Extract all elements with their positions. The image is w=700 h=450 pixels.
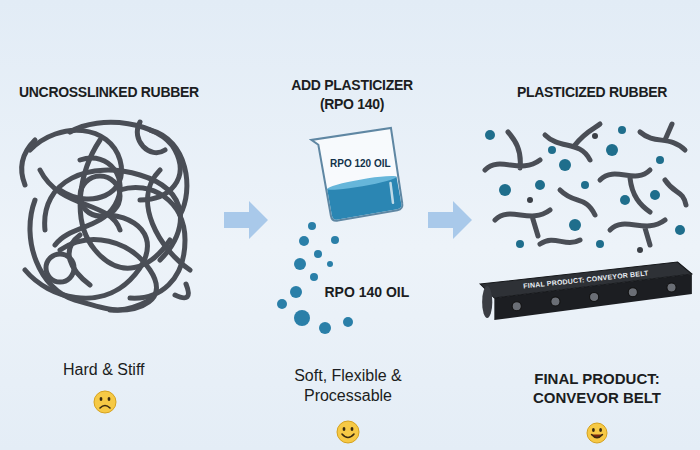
oil-dot (606, 144, 618, 156)
oil-drop (343, 317, 353, 327)
eye (100, 397, 103, 401)
oil-dot (548, 146, 556, 154)
polymer-chain (665, 180, 686, 205)
oil-label: RPO 140 OIL (325, 284, 412, 300)
conveyor-belt-node: FINAL PRODUCT: CONVEYOR BELT (476, 258, 694, 328)
belt-top (480, 262, 692, 298)
oil-drop (314, 250, 322, 258)
polymer-loop (80, 176, 120, 216)
oil-dot (516, 240, 524, 248)
polymer-chain (495, 210, 550, 236)
face (94, 391, 116, 413)
belt-roller (667, 283, 676, 292)
beaker-shape (311, 126, 405, 223)
dark-dot (527, 197, 533, 203)
belt-roller (512, 302, 521, 311)
stage-heading: UNCROSSLINKED RUBBER (19, 84, 201, 100)
property-note: Hard & Stiff (63, 361, 147, 379)
oil-drop (308, 222, 316, 230)
belt-outline (476, 258, 694, 328)
oil-drop (277, 299, 287, 309)
oil-drop (290, 286, 302, 298)
liquid-surface (327, 173, 398, 192)
oil-dot (596, 240, 604, 248)
mouth (342, 434, 354, 438)
polymer-chain (610, 220, 665, 245)
mouth (592, 435, 603, 438)
plasticizer-dots (485, 126, 685, 253)
belt-roller (628, 288, 637, 297)
oil-drops (277, 222, 353, 334)
beaker-glass (311, 126, 405, 223)
oil-dot (535, 180, 545, 190)
product-note: FINAL PRODUCT: CONVEVOR BELT (522, 369, 672, 407)
oil-drop (310, 273, 318, 281)
oil-dot (620, 195, 630, 205)
beaker-label: RPO 120 OIL (330, 158, 391, 170)
eye (108, 397, 111, 401)
polymer-chain (640, 124, 685, 150)
smiley-icon (337, 421, 359, 443)
oil-drop (294, 258, 306, 270)
belt-shape (480, 262, 692, 320)
property-note: Soft, Flexible & Processable (273, 366, 423, 406)
polymer-loop (46, 254, 74, 282)
polymer-chain (137, 122, 165, 153)
oil-dot (650, 190, 660, 200)
polymer-chain (175, 284, 188, 298)
oil-dot (485, 130, 495, 140)
oil-drop (319, 322, 331, 334)
polymer-chain (148, 170, 190, 270)
eye (351, 427, 354, 431)
polymer-chain (30, 200, 150, 310)
oil-dot (559, 159, 571, 171)
dark-dot (637, 247, 643, 253)
stage-heading: ADD PLASTICIZER (RPO 140) (277, 76, 427, 114)
polymer-chain (540, 240, 580, 244)
smiley-icon (587, 423, 607, 443)
glass-highlight (389, 183, 393, 203)
oil-dot (499, 184, 511, 196)
oil-dot (656, 156, 664, 164)
oil-drop (299, 236, 309, 246)
face (587, 423, 607, 443)
oil-dot (569, 219, 581, 231)
separated-chains (485, 124, 686, 245)
belt-roller (551, 297, 560, 306)
tangled-chains (22, 122, 190, 310)
beaker-node: RPO 120 OIL (310, 126, 411, 222)
eye (592, 428, 595, 432)
sad-face-icon (94, 391, 116, 413)
polymer-chain (560, 190, 595, 215)
step-arrow (224, 201, 268, 239)
belt-roller-end (482, 286, 492, 318)
polymer-chain (40, 170, 120, 230)
dark-dot (592, 133, 598, 139)
step-arrow (428, 201, 472, 239)
polymer-chain (600, 170, 650, 212)
oil-dot (618, 126, 626, 134)
eye (343, 427, 346, 431)
face (337, 421, 359, 443)
polymer-chain (545, 124, 600, 160)
beaker-outline (310, 126, 411, 222)
oil-drop (331, 236, 339, 244)
oil-drop (327, 261, 333, 267)
oil-drop (294, 310, 310, 326)
oil-dot (581, 181, 589, 189)
polymer-chain (22, 140, 35, 185)
stage-heading: PLASTICIZED RUBBER (517, 84, 667, 100)
polymer-chain (120, 187, 185, 298)
eye (599, 428, 602, 432)
belt-roller (590, 292, 599, 301)
polymer-chain (55, 158, 120, 245)
mouth (100, 406, 110, 409)
oil-dot (675, 225, 685, 235)
